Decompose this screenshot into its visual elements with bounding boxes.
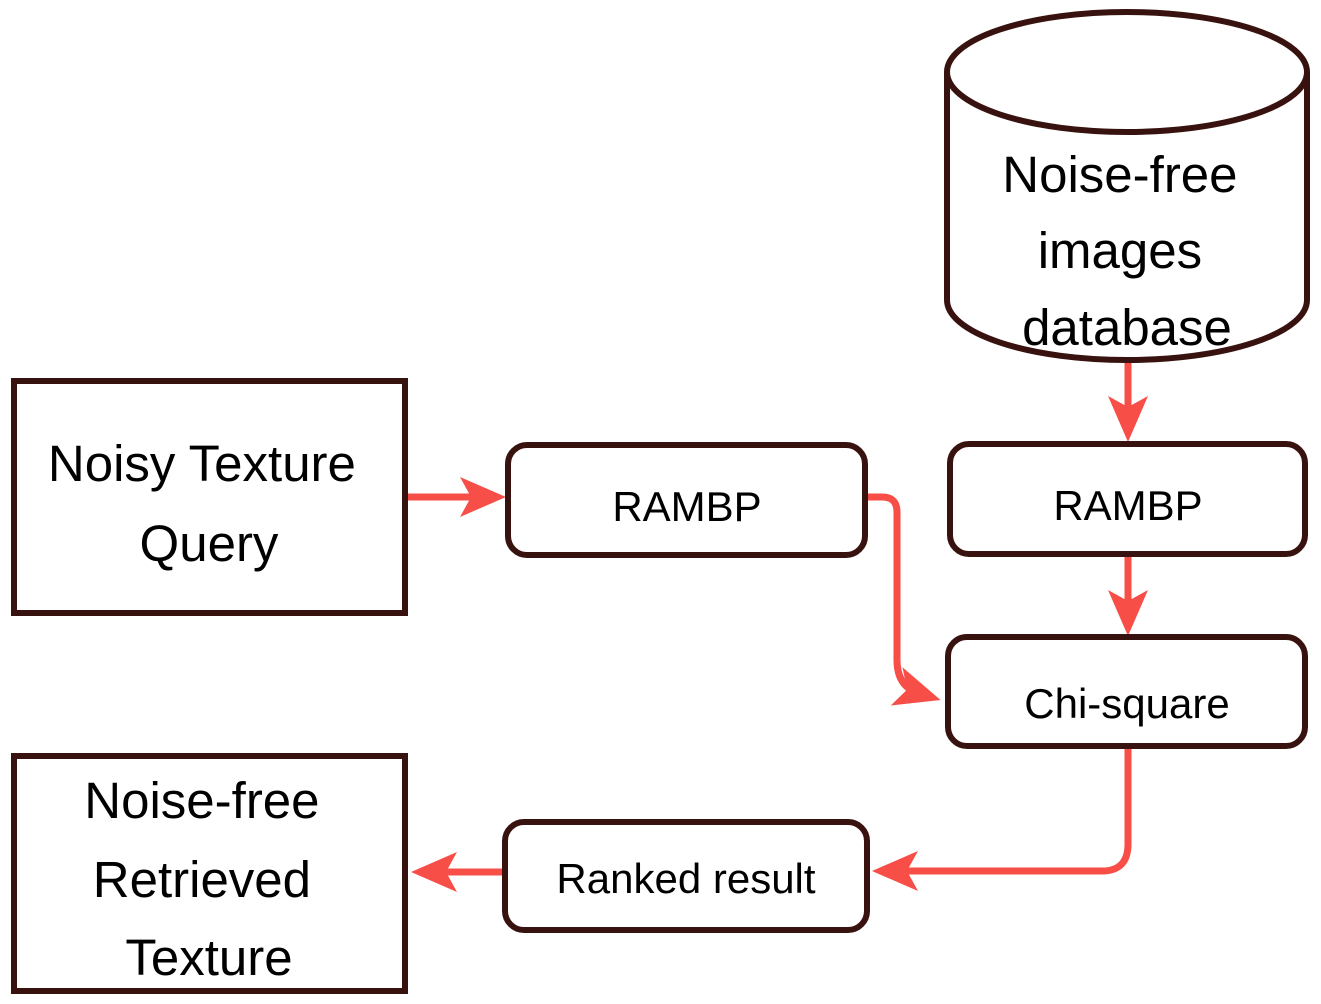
node-rambp-database: RAMBP bbox=[947, 441, 1308, 557]
noisy-texture-query-line1: Noisy Texture bbox=[48, 435, 356, 492]
node-noisy-texture-query: Noisy Texture Query bbox=[11, 378, 408, 616]
retrieved-texture-label: Noise-free Retrieved Texture bbox=[84, 772, 333, 986]
ranked-result-box bbox=[502, 819, 870, 933]
edges bbox=[406, 362, 1148, 892]
edge-chi-square-to-ranked-result bbox=[872, 747, 1132, 891]
database-label: Noise-free images database bbox=[1002, 146, 1251, 356]
retrieved-texture-box bbox=[11, 753, 408, 994]
edge-rambp-query-to-chi-square bbox=[864, 493, 941, 706]
database-label-line2: images bbox=[1038, 222, 1202, 279]
rambp-query-label: RAMBP bbox=[612, 483, 761, 530]
node-database: Noise-free images database bbox=[944, 9, 1310, 363]
noisy-texture-query-line2: Query bbox=[140, 515, 279, 572]
node-chi-square: Chi-square bbox=[945, 634, 1308, 749]
node-retrieved-texture: Noise-free Retrieved Texture bbox=[11, 753, 408, 994]
database-label-line3: database bbox=[1022, 299, 1232, 356]
node-ranked-result: Ranked result bbox=[502, 819, 870, 933]
ranked-result-label: Ranked result bbox=[556, 855, 815, 902]
chi-square-box bbox=[945, 634, 1308, 749]
noisy-texture-query-label: Noisy Texture Query bbox=[48, 435, 370, 572]
rambp-database-box bbox=[947, 441, 1308, 557]
database-cylinder-body bbox=[944, 72, 1310, 363]
rambp-database-label: RAMBP bbox=[1053, 482, 1202, 529]
retrieved-texture-line2: Retrieved bbox=[93, 851, 311, 908]
database-label-line1: Noise-free bbox=[1002, 146, 1237, 203]
noisy-texture-query-box bbox=[11, 378, 408, 616]
node-rambp-query: RAMBP bbox=[505, 442, 868, 558]
retrieved-texture-line3: Texture bbox=[125, 929, 292, 986]
chi-square-label: Chi-square bbox=[1024, 680, 1229, 727]
retrieved-texture-line1: Noise-free bbox=[84, 772, 319, 829]
rambp-query-box bbox=[505, 442, 868, 558]
database-cylinder-top bbox=[944, 9, 1310, 135]
